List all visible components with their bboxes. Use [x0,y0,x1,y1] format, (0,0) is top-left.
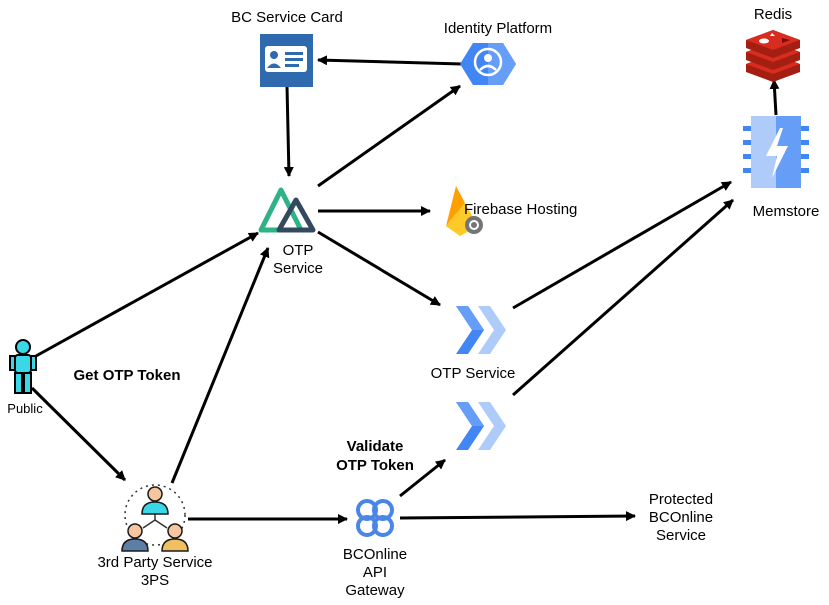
edge-3ps-to-otp [170,247,270,484]
edge-otp-to-identity [317,84,461,188]
third-party-label-line2: 3PS [140,572,170,589]
third-party-group-icon [121,484,189,552]
person-left [121,523,149,552]
protected-label-line1: Protected [648,491,714,508]
edge-gateway-to-run [399,458,446,498]
protected-label-line3: Service [655,527,707,544]
edges [30,55,780,524]
otp-service-run-label: OTP Service [430,365,516,382]
edge-public-to-otp [35,231,259,358]
get-otp-token-label: Get OTP Token [73,367,181,384]
memorystore-icon [743,116,809,188]
firebase-icon [446,186,483,236]
api-gateway-icon [356,499,394,537]
memstore-label: Memstore [752,203,820,220]
bc-service-card-label: BC Service Card [231,9,343,26]
validate-label-line1: Validate [346,438,404,455]
public-user-icon [9,339,37,394]
edge-memstore-to-redis [769,79,780,116]
redis-label: Redis [753,6,793,23]
validate-label-line2: OTP Token [336,457,414,474]
edge-servicecard-to-otp [283,85,294,177]
identity-platform-label: Identity Platform [443,20,553,37]
redis-icon [746,30,800,82]
identity-platform-icon [460,43,516,85]
public-label: Public [7,401,43,416]
cloud-run-icon [456,306,506,354]
gateway-label-line3: Gateway [345,582,405,599]
edge-gateway-to-protected [399,511,636,522]
otp-service-label-line2: Service [272,260,324,277]
edge-otpservice-to-memstore [512,180,732,310]
gateway-label-line1: BCOnline [342,546,408,563]
otp-service-label-line1: OTP [282,242,314,259]
edge-run-to-memstore [512,198,734,397]
gateway-label-line2: API [362,564,388,581]
protected-label-line2: BCOnline [648,509,714,526]
edge-public-to-3ps [30,386,127,482]
cloud-run-validate-icon [456,402,506,450]
nuxt-icon [258,187,316,233]
third-party-label-line1: 3rd Party Service [97,554,213,571]
edge-identity-to-servicecard [317,55,463,66]
edge-otp-to-otpservice [317,230,441,307]
person-right [161,523,189,552]
person-top [141,486,169,515]
id-card-icon [260,34,313,87]
firebase-hosting-label: Firebase Hosting [464,201,578,218]
